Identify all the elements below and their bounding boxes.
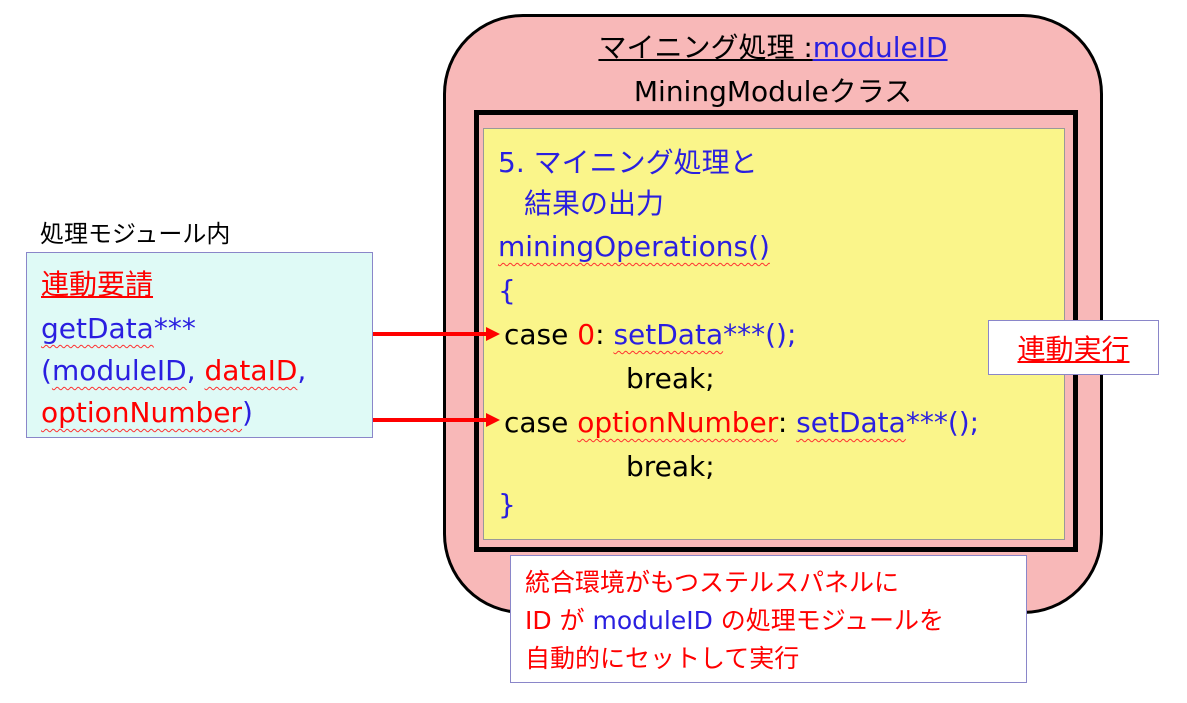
case2-stars: ***(); xyxy=(905,406,980,439)
module-title: マイニング処理 :moduleID xyxy=(443,26,1103,66)
request-paren-close: ) xyxy=(242,396,253,429)
request-args-line1: (moduleID, dataID, xyxy=(41,357,306,385)
note-box: 統合環境がもつステルスパネルに ID が moduleID の処理モジュールを … xyxy=(510,555,1027,683)
request-comma2: , xyxy=(297,354,307,387)
code-heading-line1: 5. マイニング処理と xyxy=(498,146,758,179)
module-title-prefix: マイニング処理 : xyxy=(598,31,813,64)
code-close-brace: } xyxy=(498,488,516,521)
note-line2: ID が moduleID の処理モジュールを xyxy=(525,608,944,633)
code-case-option: case optionNumber: setData***(); xyxy=(504,409,979,437)
request-args-line2: optionNumber) xyxy=(41,399,253,427)
case1-stars: ***(); xyxy=(723,318,797,351)
case2-value: optionNumber xyxy=(577,406,778,439)
note-line2-module: moduleID xyxy=(592,606,713,635)
case1-colon: : xyxy=(595,318,614,351)
request-arg-optionnumber: optionNumber xyxy=(41,396,243,429)
execution-label-box: 連動実行 xyxy=(988,320,1159,375)
code-break1: break; xyxy=(626,362,715,395)
note-line1: 統合環境がもつステルスパネルに xyxy=(525,568,900,597)
request-paren-open: ( xyxy=(41,354,52,387)
code-break2: break; xyxy=(626,450,715,483)
module-class-name: MiningModuleクラス xyxy=(633,75,913,108)
request-func-name: getData xyxy=(41,312,154,345)
request-func-stars: *** xyxy=(153,312,196,345)
execution-label: 連動実行 xyxy=(1017,332,1130,366)
request-arg-dataid: dataID xyxy=(204,354,298,387)
case1-value: 0 xyxy=(577,318,596,351)
module-title-id: moduleID xyxy=(812,31,948,64)
note-line2-id: ID が xyxy=(525,606,593,635)
code-panel: 5. マイニング処理と 結果の出力 miningOperations() { c… xyxy=(483,128,1065,540)
case1-keyword: case xyxy=(504,318,578,351)
request-comma1: , xyxy=(186,354,205,387)
code-open-brace: { xyxy=(498,274,516,307)
request-title: 連動要請 xyxy=(41,268,154,301)
note-line3: 自動的にセットして実行 xyxy=(525,644,800,673)
case2-keyword: case xyxy=(504,406,578,439)
code-heading-line2: 結果の出力 xyxy=(524,187,665,220)
request-caption: 処理モジュール内 xyxy=(40,220,231,248)
note-line2-rest: の処理モジュールを xyxy=(712,606,945,635)
request-arg-moduleid: moduleID xyxy=(51,354,187,387)
code-case-zero: case 0: setData***(); xyxy=(504,321,796,349)
request-box: 連動要請 getData*** (moduleID, dataID, optio… xyxy=(26,252,373,438)
case2-colon: : xyxy=(777,406,797,439)
request-func: getData*** xyxy=(41,315,196,343)
code-method-name: miningOperations() xyxy=(498,230,770,263)
case2-call: setData xyxy=(796,406,906,439)
case1-call: setData xyxy=(613,318,724,351)
